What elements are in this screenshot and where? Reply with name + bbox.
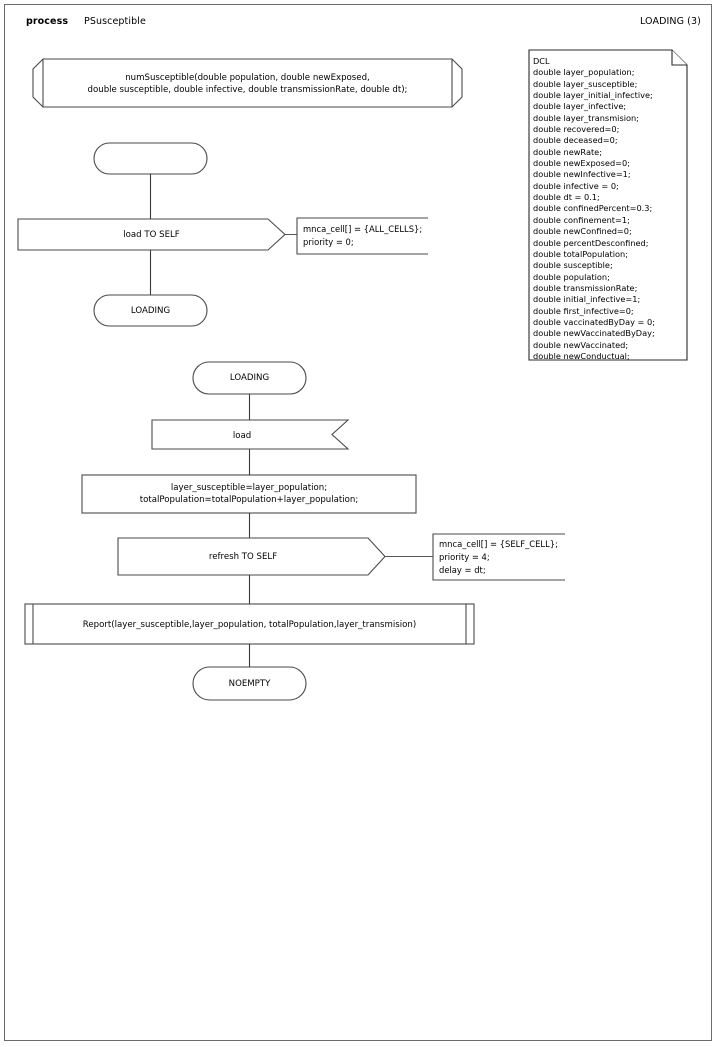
procedure-call-symbol-report [24, 603, 475, 645]
comment-box-load [296, 217, 428, 255]
output-symbol-refresh-to-self [117, 537, 386, 576]
output-symbol-load-to-self [17, 218, 286, 251]
comment-box-refresh [432, 533, 565, 581]
comment-load-line-2: priority = 0; [303, 237, 354, 247]
procedure-header-symbol [32, 58, 463, 108]
state-symbol-loading-2 [192, 361, 307, 395]
page-kind-label: process [26, 16, 69, 27]
state-symbol-noempty [192, 666, 307, 701]
dcl-note-text: DCL double layer_population; double laye… [533, 56, 655, 361]
comment-load-line-1: mnca_cell[] = {ALL_CELLS}; [303, 224, 423, 234]
task-symbol-assignments [81, 474, 417, 514]
state-symbol-loading-1 [93, 294, 208, 327]
process-name-label: PSusceptible [84, 16, 146, 27]
comment-refresh-line-3: delay = dt; [439, 565, 486, 575]
input-symbol-load [151, 419, 350, 450]
dcl-note-symbol [528, 49, 688, 361]
comment-refresh-line-2: priority = 4; [439, 552, 490, 562]
start-state-symbol [93, 142, 208, 175]
comment-refresh-line-1: mnca_cell[] = {SELF_CELL}; [439, 539, 558, 549]
page-state-label: LOADING (3) [640, 16, 701, 27]
